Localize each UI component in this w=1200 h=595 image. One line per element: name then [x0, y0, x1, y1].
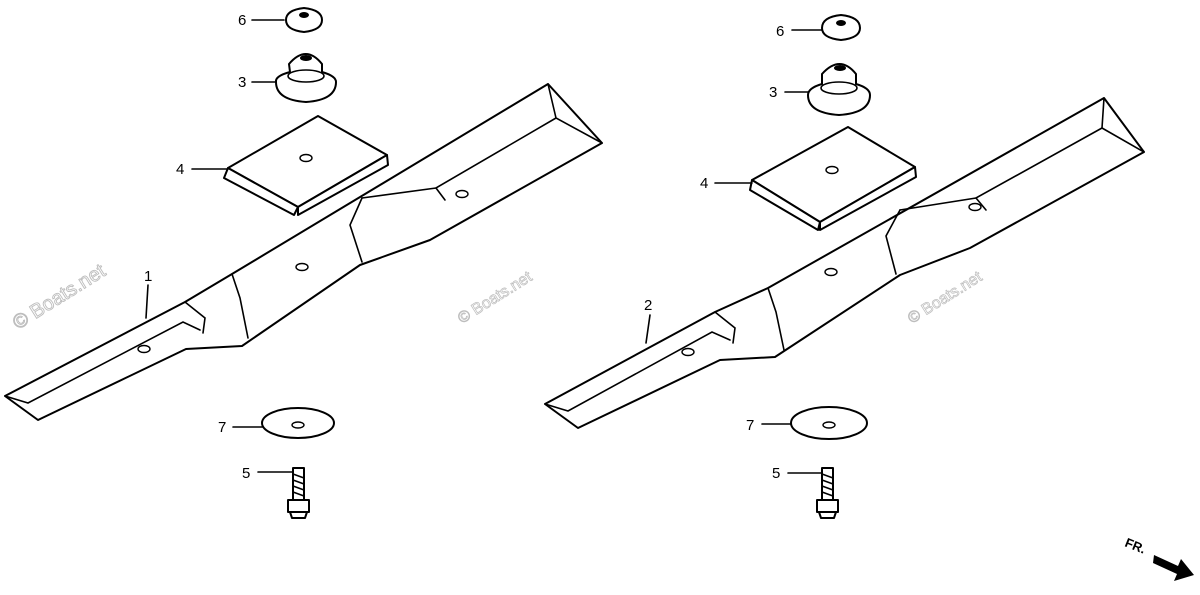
blade-holder-part-4	[223, 115, 389, 216]
leader-lines-left	[145, 19, 293, 473]
leader-lines-right	[645, 29, 823, 474]
callout-4-left: 4	[176, 161, 184, 178]
assembly-right: 6 3 4 2 7 5	[544, 14, 1145, 519]
watermark-center: © Boats.net	[455, 268, 536, 327]
callout-3-left: 3	[238, 74, 246, 91]
front-label: FR.	[1123, 535, 1148, 557]
collar-part-3-right	[807, 63, 871, 116]
watermark-left: © Boats.net	[9, 260, 110, 334]
washer-part-7	[261, 407, 335, 439]
callout-5-right: 5	[772, 465, 780, 482]
blade-part-2	[544, 97, 1145, 429]
bolt-part-5-right	[816, 467, 839, 519]
washer-part-7-right	[790, 406, 868, 440]
callout-6-right: 6	[776, 23, 784, 40]
callout-5-left: 5	[242, 465, 250, 482]
callout-7-right: 7	[746, 417, 754, 434]
callout-2: 2	[644, 297, 652, 314]
front-direction-marker: FR.	[1123, 535, 1194, 581]
collar-part-3	[274, 53, 337, 103]
bolt-part-5	[287, 467, 310, 519]
assembly-left: 6 3 4 1 7 5	[4, 7, 603, 519]
callout-7-left: 7	[218, 419, 226, 436]
front-arrow-icon	[1153, 555, 1194, 581]
callout-3-right: 3	[769, 84, 777, 101]
callout-1: 1	[144, 268, 152, 285]
nut-part-6	[285, 7, 323, 33]
callout-6-left: 6	[238, 12, 246, 29]
watermark-right: © Boats.net	[905, 268, 986, 327]
blade-part-1	[4, 83, 603, 421]
nut-part-6-right	[821, 14, 861, 41]
callout-4-right: 4	[700, 175, 708, 192]
blade-holder-part-4-right	[749, 126, 917, 231]
